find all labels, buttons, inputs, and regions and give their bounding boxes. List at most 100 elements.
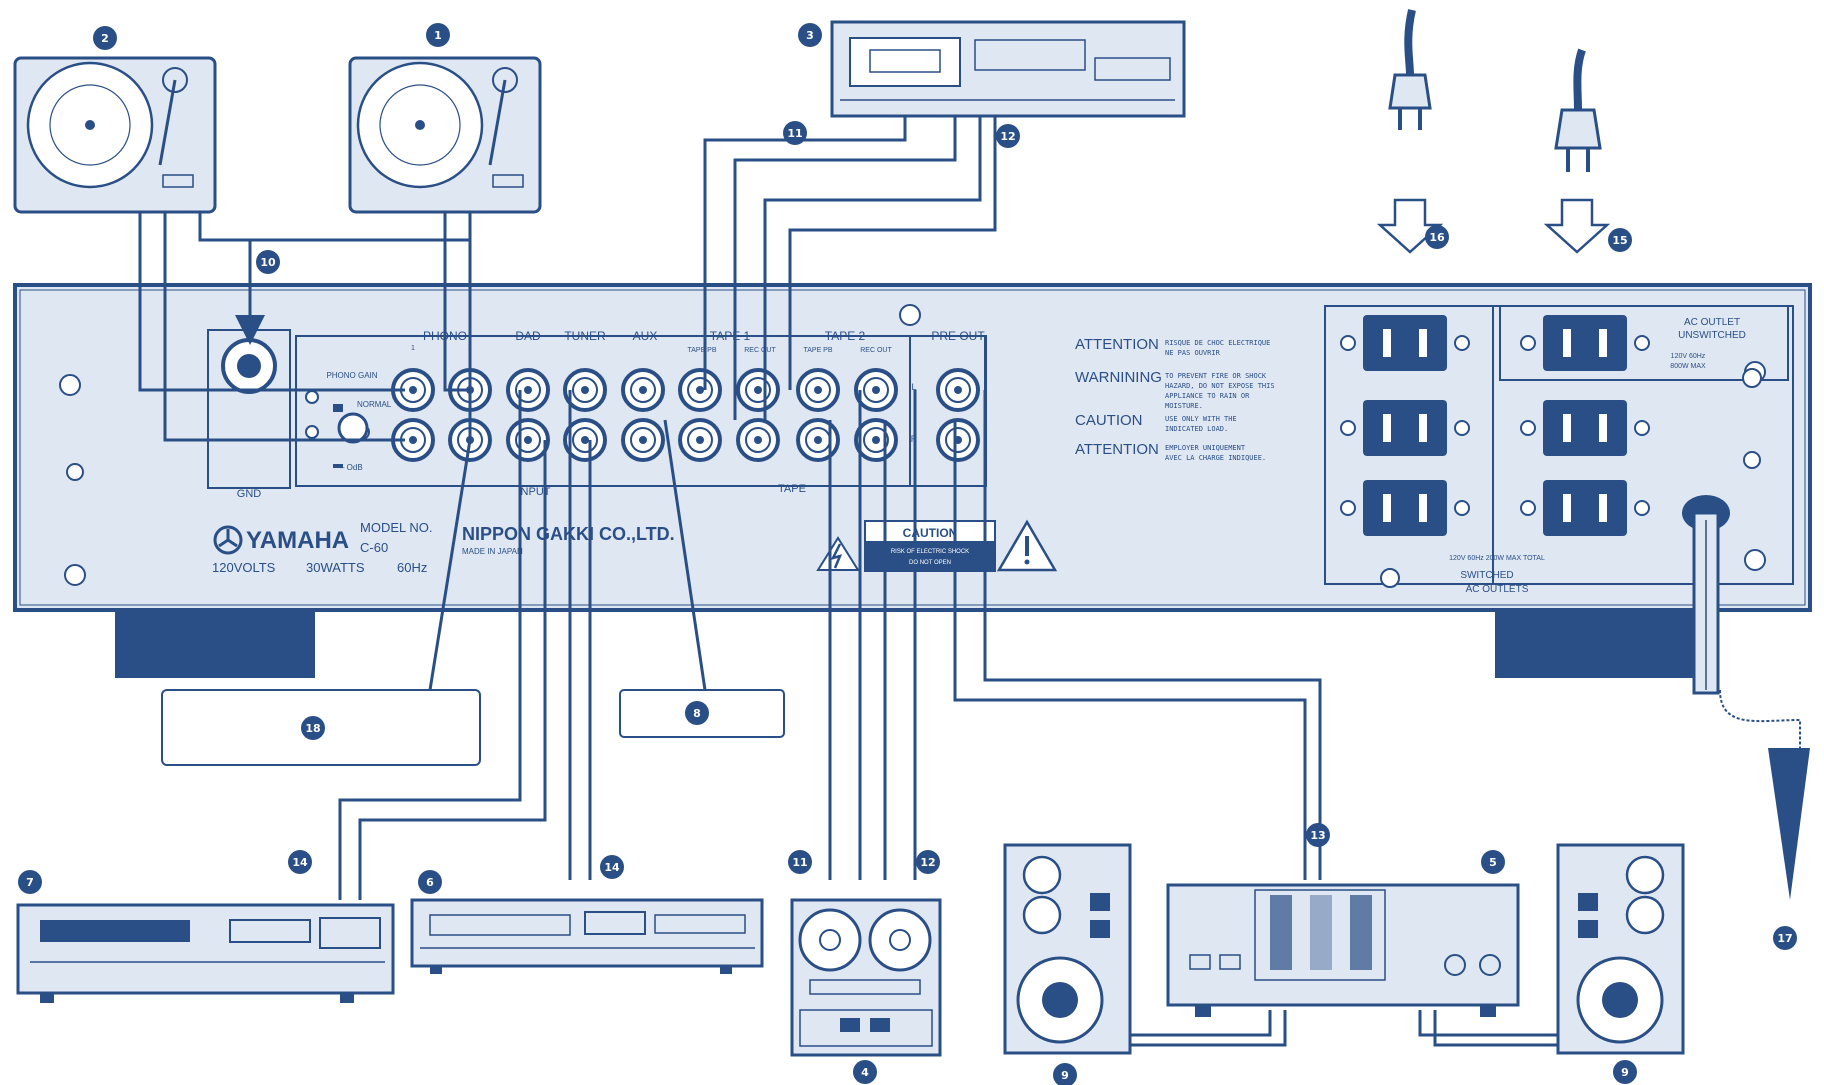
warning-line: HAZARD, DO NOT EXPOSE THIS bbox=[1165, 382, 1275, 390]
callout-n15: 15 bbox=[1608, 228, 1632, 252]
callout-number: 16 bbox=[1429, 231, 1445, 244]
unswitched-title1: AC OUTLET bbox=[1684, 317, 1740, 328]
spec-watts: 30WATTS bbox=[306, 560, 365, 575]
callout-number: 2 bbox=[101, 32, 109, 45]
label-tuner: TUNER bbox=[564, 329, 606, 343]
callout-number: 14 bbox=[292, 856, 308, 869]
label-tape: TAPE bbox=[778, 483, 806, 495]
callout-number: 11 bbox=[787, 127, 802, 140]
label-r: R bbox=[911, 434, 918, 444]
callout-n13: 13 bbox=[1306, 823, 1330, 847]
callout-n5: 5 bbox=[1481, 850, 1505, 874]
model-number: C-60 bbox=[360, 540, 388, 555]
label-pre-out: PRE OUT bbox=[931, 329, 985, 343]
callout-n6: 6 bbox=[418, 870, 442, 894]
callout-n12a: 12 bbox=[996, 124, 1020, 148]
unswitched-rating1: 120V 60Hz bbox=[1671, 353, 1706, 360]
cassette-deck bbox=[832, 22, 1184, 116]
reel-to-reel-deck bbox=[792, 900, 940, 1055]
rca-jack bbox=[798, 420, 838, 460]
rca-jack bbox=[938, 370, 978, 410]
rca-jack bbox=[798, 370, 838, 410]
switched-title2: AC OUTLETS bbox=[1466, 584, 1529, 595]
callout-n4: 4 bbox=[853, 1060, 877, 1084]
caution-line2: DO NOT OPEN bbox=[909, 560, 951, 566]
power-plug-unswitched bbox=[1547, 50, 1607, 252]
spec-hz: 60Hz bbox=[397, 560, 427, 575]
label-tape-pb-2: TAPE PB bbox=[803, 347, 832, 354]
callout-number: 14 bbox=[604, 861, 620, 874]
callout-n14b: 14 bbox=[600, 855, 624, 879]
warning-line: USE ONLY WITH THE bbox=[1165, 415, 1237, 423]
rca-jack bbox=[623, 420, 663, 460]
rca-jack bbox=[508, 420, 548, 460]
rca-jack bbox=[508, 370, 548, 410]
turntable-1 bbox=[350, 58, 540, 212]
rca-jack bbox=[938, 420, 978, 460]
callout-n10: 10 bbox=[256, 250, 280, 274]
callout-number: 9 bbox=[1061, 1069, 1069, 1082]
label-rec-out-2: REC OUT bbox=[860, 347, 892, 354]
label-tape1: TAPE 1 bbox=[710, 329, 751, 343]
callout-number: 6 bbox=[426, 876, 434, 889]
maker-name: NIPPON GAKKI CO.,LTD. bbox=[462, 524, 675, 544]
callout-number: 12 bbox=[920, 856, 935, 869]
warning-head: CAUTION bbox=[1075, 412, 1143, 429]
callout-number: 10 bbox=[260, 256, 276, 269]
warning-head: WARNINING bbox=[1075, 369, 1162, 386]
callout-n11b: 11 bbox=[788, 850, 812, 874]
label-l: L bbox=[911, 382, 916, 392]
preamp-rear-panel bbox=[15, 285, 1810, 678]
callout-number: 13 bbox=[1310, 829, 1325, 842]
caution-title: CAUTION bbox=[903, 526, 958, 540]
callout-n16: 16 bbox=[1425, 225, 1449, 249]
callout-number: 15 bbox=[1612, 234, 1627, 247]
power-plug-switched bbox=[1380, 10, 1440, 252]
warning-line: APPLIANCE TO RAIN OR bbox=[1165, 392, 1250, 400]
label-rec-out-1: REC OUT bbox=[744, 347, 776, 354]
warning-line: MOISTURE. bbox=[1165, 402, 1203, 410]
callout-number: 7 bbox=[26, 876, 34, 889]
label-tape2: TAPE 2 bbox=[825, 329, 866, 343]
warning-head: ATTENTION bbox=[1075, 441, 1159, 458]
brand-name: YAMAHA bbox=[246, 527, 349, 554]
label-normal: NORMAL bbox=[357, 400, 392, 409]
callout-n2: 2 bbox=[93, 26, 117, 50]
rca-jack bbox=[738, 420, 778, 460]
label-gnd: GND bbox=[237, 488, 262, 500]
label-aux: AUX bbox=[633, 329, 658, 343]
rca-jack bbox=[680, 420, 720, 460]
callout-number: 4 bbox=[861, 1066, 869, 1079]
label-odb: – OdB bbox=[340, 463, 363, 472]
label-dad: DAD bbox=[515, 329, 541, 343]
unswitched-rating2: 800W MAX bbox=[1670, 363, 1706, 370]
callout-n18: 18 bbox=[301, 716, 325, 740]
callout-number: 18 bbox=[305, 722, 320, 735]
callout-n9a: 9 bbox=[1053, 1063, 1077, 1085]
unswitched-title2: UNSWITCHED bbox=[1678, 330, 1746, 341]
callout-n12b: 12 bbox=[916, 850, 940, 874]
rca-jack bbox=[680, 370, 720, 410]
label-phono: PHONO bbox=[423, 329, 467, 343]
warning-line: RISQUE DE CHOC ELECTRIQUE bbox=[1165, 339, 1270, 347]
callout-n7: 7 bbox=[18, 870, 42, 894]
warning-line: TO PREVENT FIRE OR SHOCK bbox=[1165, 372, 1267, 380]
rca-jack bbox=[856, 420, 896, 460]
warning-line: NE PAS OUVRIR bbox=[1165, 349, 1221, 357]
warning-head: ATTENTION bbox=[1075, 336, 1159, 353]
callout-n11a: 11 bbox=[783, 121, 807, 145]
switched-title1: SWITCHED bbox=[1460, 570, 1513, 581]
callout-number: 9 bbox=[1621, 1066, 1629, 1079]
callout-n3: 3 bbox=[798, 23, 822, 47]
callout-number: 12 bbox=[1000, 130, 1015, 143]
label-tape-pb-1: TAPE PB bbox=[687, 347, 716, 354]
tuner bbox=[412, 900, 762, 974]
turntable-2 bbox=[15, 58, 215, 212]
caution-line1: RISK OF ELECTRIC SHOCK bbox=[891, 549, 969, 555]
warning-line: EMPLOYER UNIQUEMENT bbox=[1165, 444, 1246, 452]
callout-number: 1 bbox=[434, 29, 442, 42]
callout-n1: 1 bbox=[426, 23, 450, 47]
label-ch2: 2 bbox=[468, 345, 472, 352]
callout-number: 3 bbox=[806, 29, 814, 42]
